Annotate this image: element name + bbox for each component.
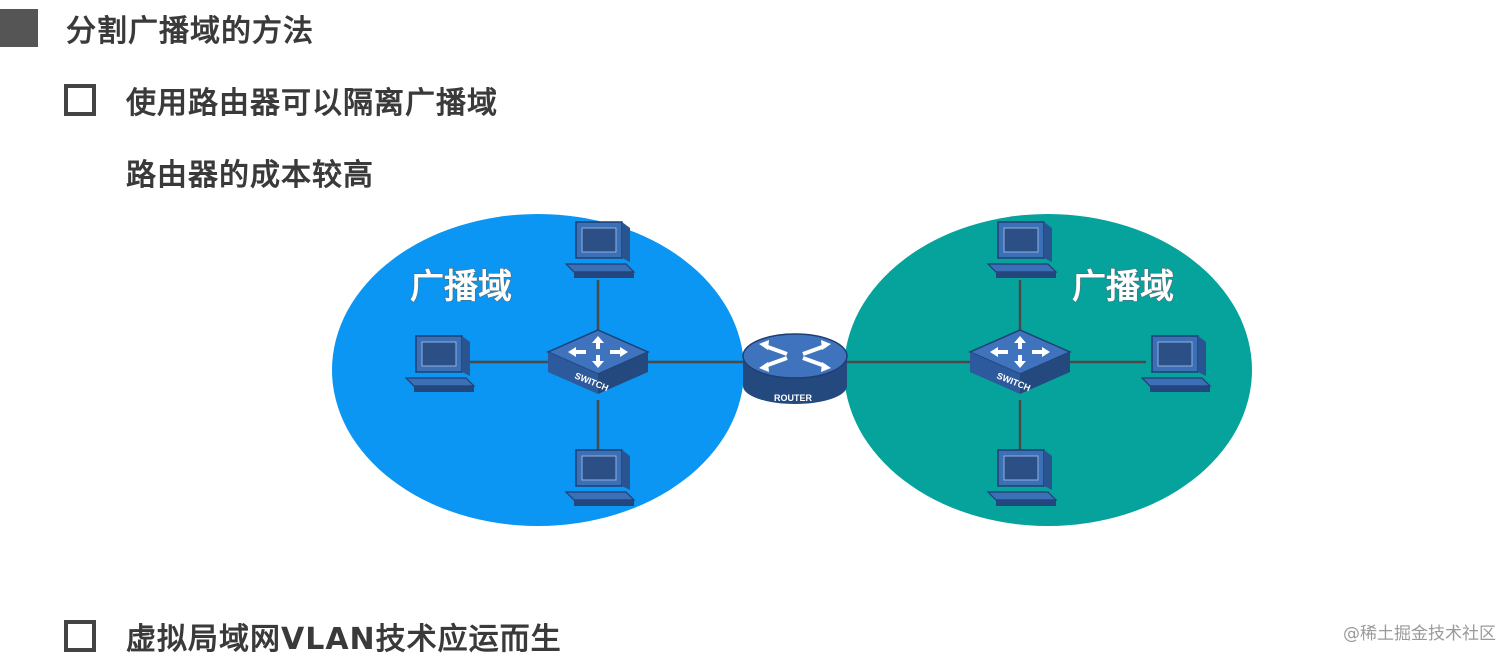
router-icon: ROUTER bbox=[741, 332, 849, 406]
pc-icon bbox=[565, 221, 635, 279]
bullet-checkbox-icon bbox=[64, 84, 96, 116]
watermark: @稀土掘金技术社区 bbox=[1343, 624, 1496, 644]
bullet-text: 虚拟局域网VLAN技术应运而生 bbox=[126, 622, 562, 657]
broadcast-domain-left bbox=[332, 214, 744, 526]
broadcast-domain-label-right: 广播域 bbox=[1072, 267, 1174, 307]
pc-icon bbox=[405, 335, 475, 393]
pc-icon bbox=[565, 449, 635, 507]
bullet-checkbox-icon bbox=[64, 620, 96, 652]
pc-icon bbox=[987, 221, 1057, 279]
bullet-vlan: 虚拟局域网VLAN技术应运而生 bbox=[64, 614, 562, 658]
pc-icon bbox=[987, 449, 1057, 507]
heading-bullet-square bbox=[0, 9, 38, 47]
bullet-text: 使用路由器可以隔离广播域 bbox=[126, 86, 498, 121]
pc-icon bbox=[1141, 335, 1211, 393]
bullet-subtext: 路由器的成本较高 bbox=[126, 158, 374, 193]
section-heading: 分割广播域的方法 bbox=[0, 6, 314, 50]
heading-text: 分割广播域的方法 bbox=[66, 14, 314, 49]
bullet-router: 使用路由器可以隔离广播域 bbox=[64, 78, 498, 122]
router-label: ROUTER bbox=[774, 393, 813, 403]
broadcast-domain-label-left: 广播域 bbox=[410, 267, 512, 307]
